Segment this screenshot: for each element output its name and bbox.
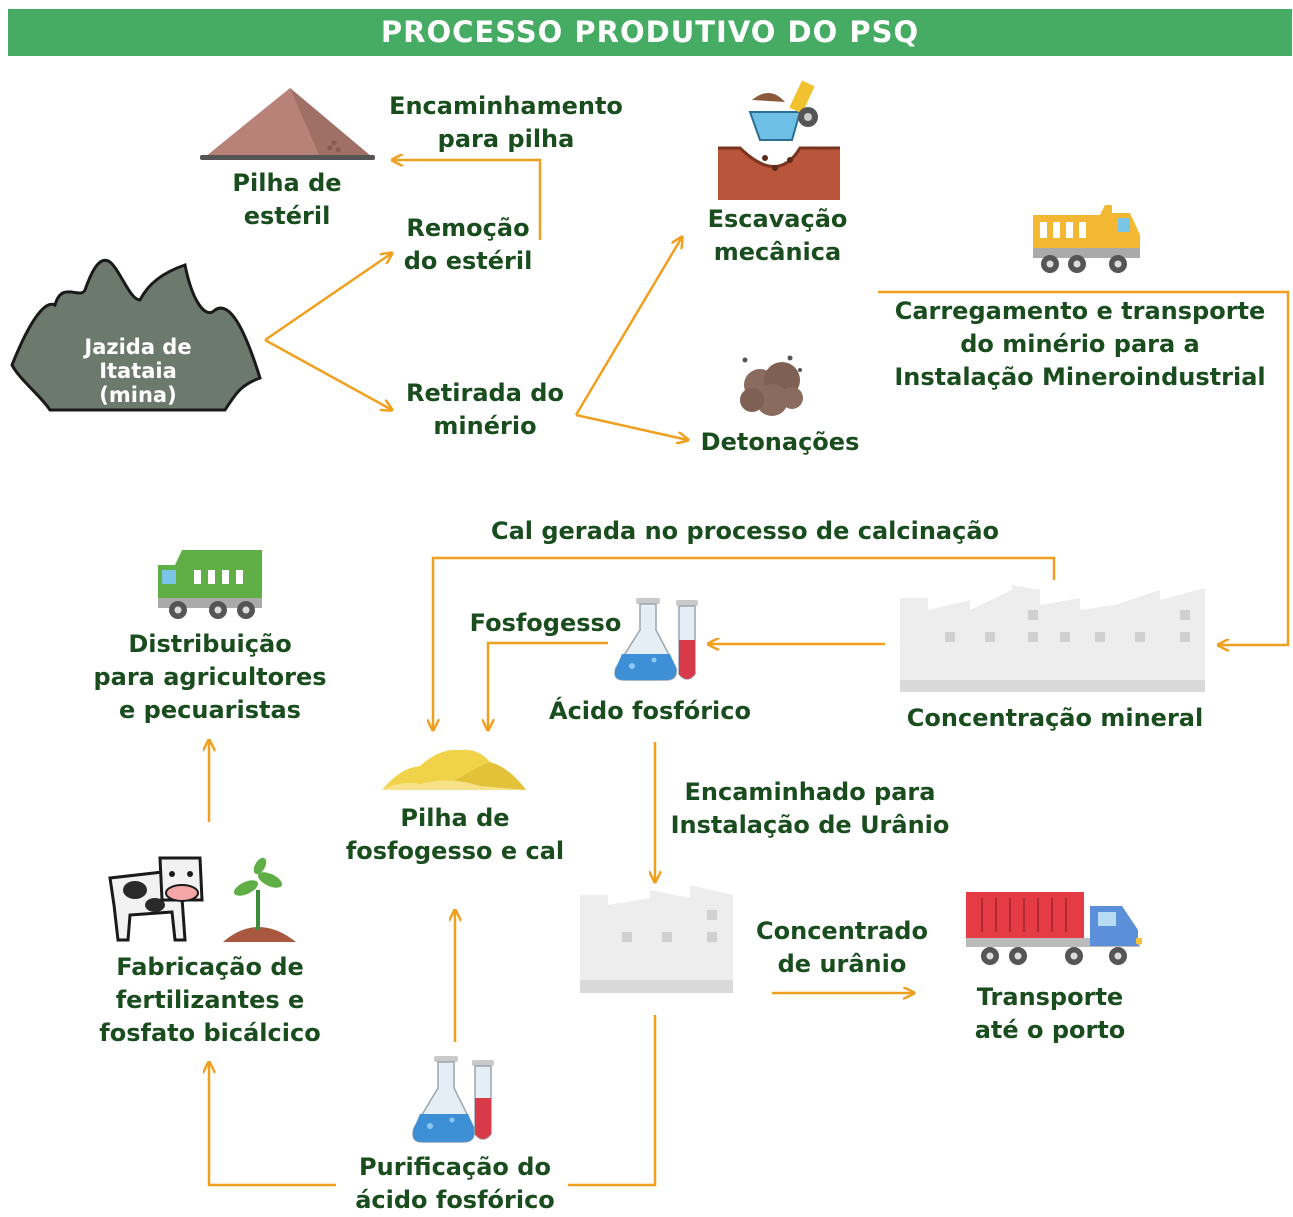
escavacao-line-2: mecânica <box>713 238 842 266</box>
fosfogesso-line-1: Fosfogesso <box>469 609 622 637</box>
concentracao-line-1: Concentração mineral <box>906 704 1204 732</box>
acido-fosforico-label: Ácido fosfórico <box>535 695 765 728</box>
excavator-icon <box>718 80 840 200</box>
concentrado-line-1: Concentrado <box>756 917 928 945</box>
factory-icon <box>900 585 1205 692</box>
retirada-minerio-label: Retirada do minério <box>390 377 580 443</box>
remocao-line-2: do estéril <box>403 247 533 275</box>
container-truck-icon <box>966 892 1142 965</box>
detonacoes-label: Detonações <box>690 426 870 459</box>
pilha-esteril-line-2: estéril <box>243 202 331 230</box>
jazida-label-line-2: Itataia <box>99 359 177 383</box>
fosfogesso-label: Fosfogesso <box>458 607 633 640</box>
arrow-purificacao-to-fabricacao <box>209 1062 336 1187</box>
purificacao-line-2: ácido fosfórico <box>355 1186 555 1214</box>
arrow-mine-to-retirada <box>264 338 392 410</box>
concentracao-mineral-label: Concentração mineral <box>890 702 1220 735</box>
arrow-retirada-to-escavacao <box>574 237 682 416</box>
arrow-mine-to-remocao <box>264 253 392 342</box>
arrow-remocao-to-pilha <box>392 160 542 240</box>
arrow-retirada-to-detonacoes <box>575 413 688 440</box>
pilha-esteril-label: Pilha de estéril <box>212 167 362 233</box>
arrow-fosfogesso-to-pilha <box>488 641 608 730</box>
transporte-line-2: até o porto <box>974 1016 1126 1044</box>
yellow-pile-icon <box>382 749 526 790</box>
purificacao-label: Purificação do ácido fosfórico <box>335 1151 575 1217</box>
cal-gerada-line-1: Cal gerada no processo de calcinação <box>490 517 1000 545</box>
acido-line-1: Ácido fosfórico <box>549 697 751 725</box>
mountain-icon <box>10 258 262 412</box>
purificacao-line-1: Purificação do <box>359 1153 551 1181</box>
distribuicao-line-1: Distribuição <box>128 630 292 658</box>
diagram-title: PROCESSO PRODUTIVO DO PSQ <box>380 15 920 49</box>
pilha-fosfogesso-label: Pilha de fosfogesso e cal <box>330 802 580 868</box>
jazida-label: Jazida de Itataia (mina) <box>68 335 208 407</box>
transporte-porto-label: Transporte até o porto <box>955 981 1145 1047</box>
fabricacao-label: Fabricação de fertilizantes e fosfato bi… <box>80 951 340 1050</box>
detonacoes-line-1: Detonações <box>700 428 860 456</box>
dump-truck-yellow-icon <box>1033 205 1140 273</box>
distribuicao-label: Distribuição para agricultores e pecuari… <box>75 628 345 727</box>
explosion-smoke-icon <box>740 355 803 416</box>
carregamento-label: Carregamento e transporte do minério par… <box>880 295 1280 394</box>
cal-gerada-label: Cal gerada no processo de calcinação <box>460 515 1030 548</box>
flask-icon <box>614 598 698 681</box>
remocao-line-1: Remoção <box>406 214 530 242</box>
cow-plant-icon <box>108 856 296 942</box>
encaminhado-uranio-label: Encaminhado para Instalação de Urânio <box>660 776 960 842</box>
distribuicao-line-2: para agricultores <box>93 663 327 691</box>
pilha-fosfogesso-line-1: Pilha de <box>400 804 510 832</box>
pilha-esteril-line-1: Pilha de <box>232 169 342 197</box>
carregamento-line-2: do minério para a <box>960 330 1200 358</box>
escavacao-label: Escavação mecânica <box>690 203 865 269</box>
remocao-esteril-label: Remoção do estéril <box>388 212 548 278</box>
fabricacao-line-1: Fabricação de <box>116 953 304 981</box>
encaminhado-line-2: Instalação de Urânio <box>670 811 950 839</box>
title-bar: PROCESSO PRODUTIVO DO PSQ <box>8 9 1292 56</box>
distribuicao-line-3: e pecuaristas <box>119 696 301 724</box>
dump-truck-green-icon <box>158 550 262 619</box>
flask-purificacao-icon <box>412 1056 494 1143</box>
escavacao-line-1: Escavação <box>707 205 848 233</box>
transporte-line-1: Transporte <box>976 983 1124 1011</box>
encaminhamento-line-1: Encaminhamento <box>389 92 623 120</box>
concentrado-uranio-label: Concentrado de urânio <box>742 915 942 981</box>
encaminhado-line-1: Encaminhado para <box>684 778 936 806</box>
dirt-pile-icon <box>200 88 375 160</box>
arrow-transporte-to-concentracao <box>878 290 1290 645</box>
arrow-uranio-to-purificacao <box>568 1015 657 1187</box>
jazida-label-line-3: (mina) <box>99 383 177 407</box>
jazida-label-line-1: Jazida de <box>84 335 192 359</box>
retirada-line-2: minério <box>433 412 537 440</box>
factory-uranio-icon <box>580 885 733 993</box>
pilha-fosfogesso-line-2: fosfogesso e cal <box>345 837 565 865</box>
encaminhamento-pilha-label: Encaminhamento para pilha <box>372 90 640 156</box>
fabricacao-line-2: fertilizantes e <box>115 986 305 1014</box>
retirada-line-1: Retirada do <box>406 379 564 407</box>
encaminhamento-line-2: para pilha <box>437 125 575 153</box>
carregamento-line-3: Instalação Mineroindustrial <box>894 363 1266 391</box>
concentrado-line-2: de urânio <box>777 950 907 978</box>
fabricacao-line-3: fosfato bicálcico <box>99 1019 321 1047</box>
flow-arrows <box>209 160 1290 1187</box>
carregamento-line-1: Carregamento e transporte <box>894 297 1266 325</box>
arrow-cal-to-pilha <box>433 556 1056 730</box>
